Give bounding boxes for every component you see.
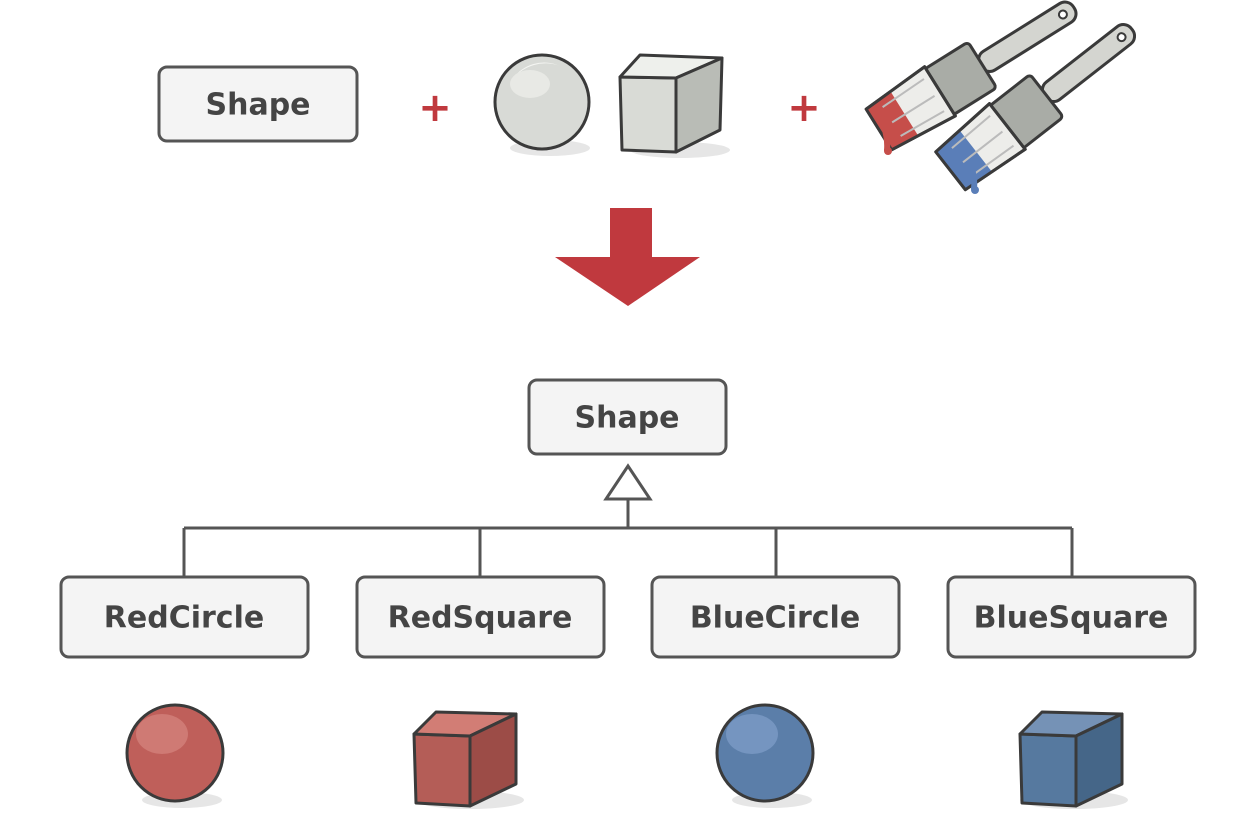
sphere-icon [493,53,591,156]
blue-paintbrush-icon [934,23,1137,192]
inheritance-connectors [182,499,1074,577]
child-box-bluecircle: BlueCircle [650,575,901,659]
plus-sign-1: + [418,85,452,131]
top-shape-box: Shape [157,65,359,143]
inheritance-arrow-icon [603,463,653,501]
parent-shape-box: Shape [527,378,728,456]
red-paintbrush-icon [864,0,1078,152]
child-box-redsquare: RedSquare [355,575,606,659]
red-paint-drip [881,123,891,153]
child-label-redsquare: RedSquare [388,601,573,636]
blue-cube-icon [1018,710,1128,809]
child-box-bluesquare: BlueSquare [946,575,1197,659]
blue-sphere-icon [715,703,815,808]
parent-shape-label: Shape [574,401,679,436]
cube-icon [618,53,730,158]
plus-sign-2: + [787,85,821,131]
child-label-bluesquare: BlueSquare [974,601,1169,636]
child-label-bluecircle: BlueCircle [690,601,860,636]
red-sphere-icon [125,703,225,808]
blue-paint-drip [969,165,978,191]
child-label-redcircle: RedCircle [104,601,264,636]
red-paint-drop [884,147,892,155]
child-box-redcircle: RedCircle [59,575,310,659]
blue-paint-drop [971,186,979,194]
top-shape-label: Shape [205,88,310,123]
red-cube-icon [412,710,524,809]
down-arrow-icon [555,208,700,306]
